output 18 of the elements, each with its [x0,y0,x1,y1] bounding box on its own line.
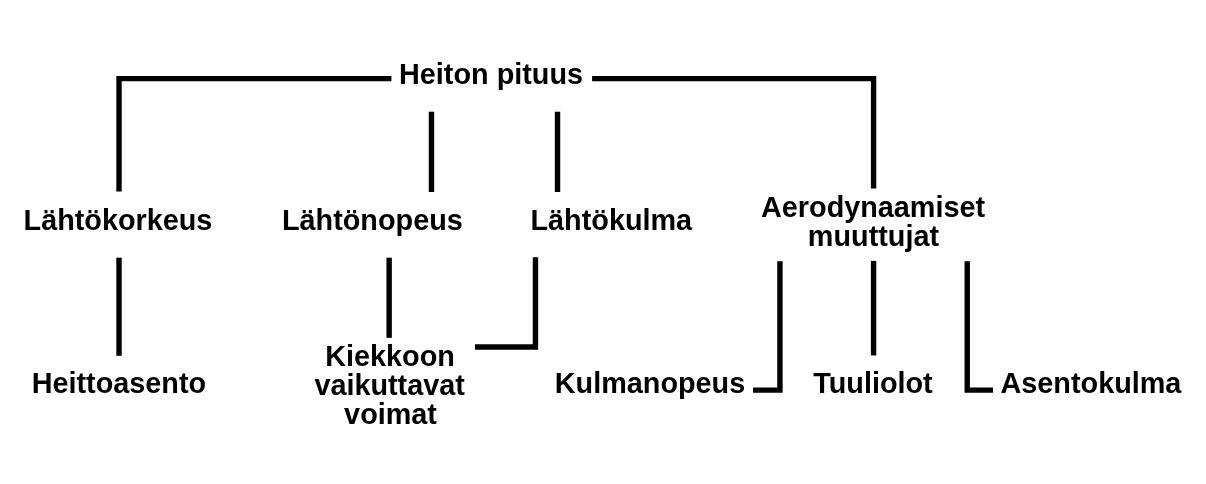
node-text: Heiton pituus [399,57,584,90]
node-text: Lähtökulma [530,203,693,236]
node-text: Tuuliolot [813,366,933,399]
connector [554,111,561,192]
node-text: Aerodynaamiset muuttujat [761,190,986,252]
node-text: Lähtökorkeus [23,203,213,236]
node-text: Asentokulma [1000,366,1182,399]
connector [428,111,435,192]
node-text: Kiekkoon vaikuttavat voimat [314,339,465,430]
connector [475,256,539,350]
node-text: Kulmanopeus [554,366,746,399]
connector [386,257,392,338]
connector [116,257,122,356]
connector [592,75,877,188]
node-text: Heittoasento [31,366,207,399]
connector [870,260,877,355]
connector [116,75,392,191]
node-text: Lähtönopeus [281,203,463,236]
